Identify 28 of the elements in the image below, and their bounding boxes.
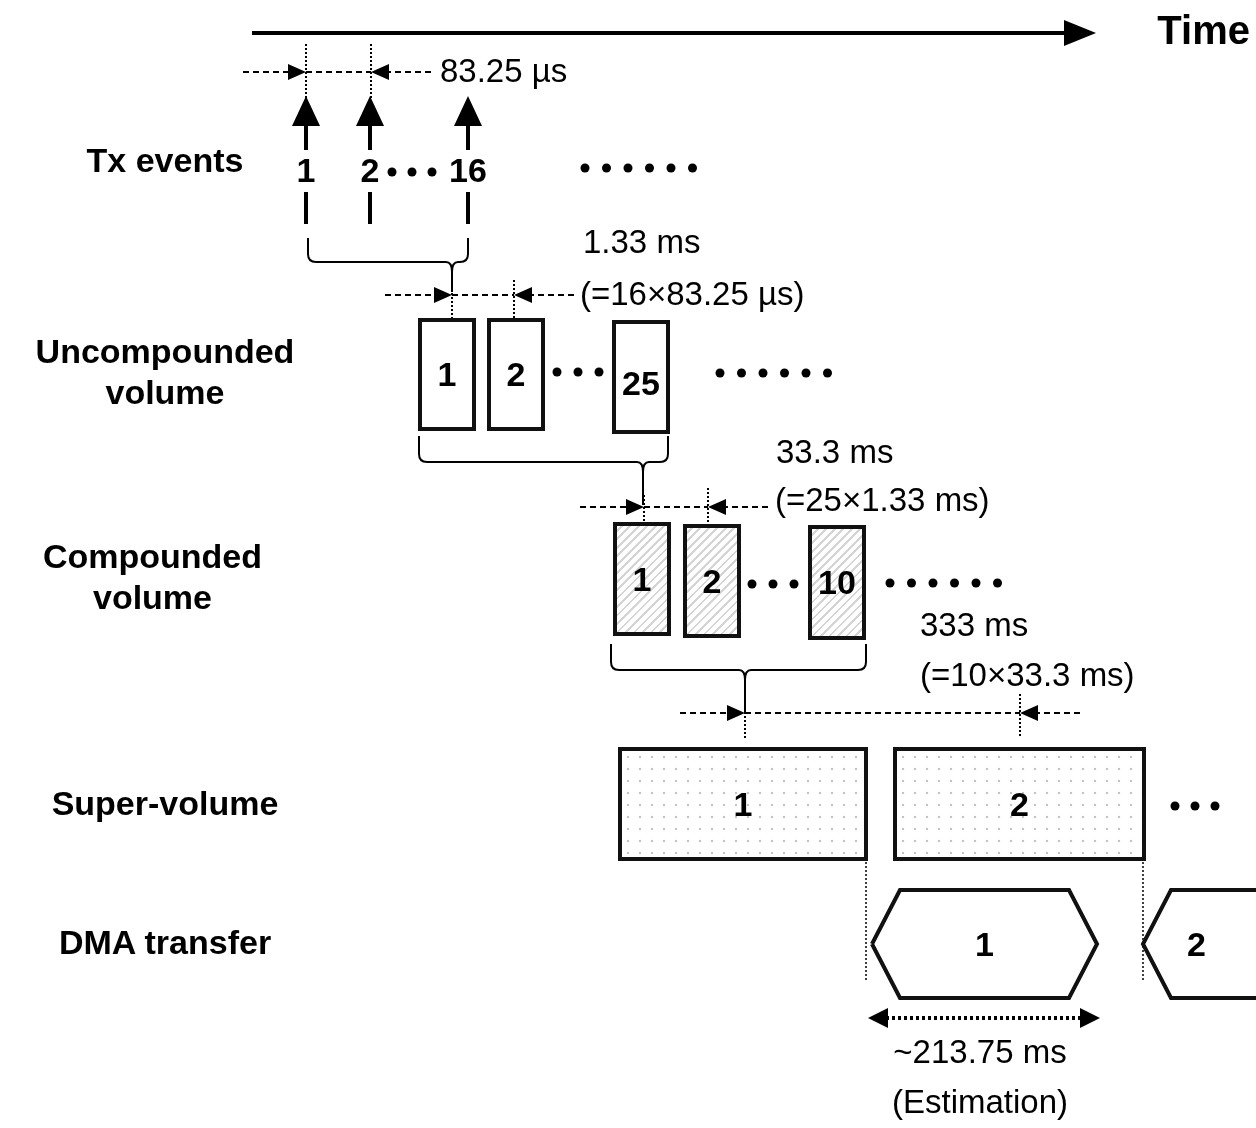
super-volume-box: 1 — [618, 747, 868, 861]
volume-box: 2 — [487, 318, 545, 431]
hexagon-block: 1 — [870, 888, 1099, 1000]
volume-box: 1 — [418, 318, 476, 431]
volume-box: 25 — [612, 320, 670, 434]
row-label: 1 — [295, 150, 317, 191]
duration-label: 83.25 µs — [440, 51, 569, 91]
duration-label: 333 ms — [920, 605, 1030, 645]
super-volume-box: 2 — [893, 747, 1146, 861]
row-label: Uncompounded volume — [34, 331, 296, 413]
duration-label: (=25×1.33 ms) — [775, 480, 991, 520]
row-label: DMA transfer — [57, 922, 273, 963]
duration-label: 33.3 ms — [776, 432, 895, 472]
hexagon-block: 2 — [1141, 888, 1256, 1000]
duration-label: (=10×33.3 ms) — [920, 655, 1136, 695]
hatched-volume-box: 2 — [683, 524, 741, 638]
duration-label: ~213.75 ms — [892, 1032, 1068, 1072]
hatched-volume-box: 10 — [808, 525, 866, 640]
row-label: 16 — [448, 150, 488, 191]
row-label: Compounded volume — [41, 536, 264, 618]
row-label: Super-volume — [50, 783, 280, 824]
row-label: 2 — [359, 150, 381, 191]
row-label: Tx events — [85, 140, 245, 181]
hatched-volume-box: 1 — [613, 522, 671, 636]
duration-label: (=16×83.25 µs) — [580, 274, 806, 314]
row-label: Time — [1156, 7, 1250, 54]
duration-label: (Estimation) — [890, 1082, 1069, 1122]
duration-label: 1.33 ms — [583, 222, 702, 262]
